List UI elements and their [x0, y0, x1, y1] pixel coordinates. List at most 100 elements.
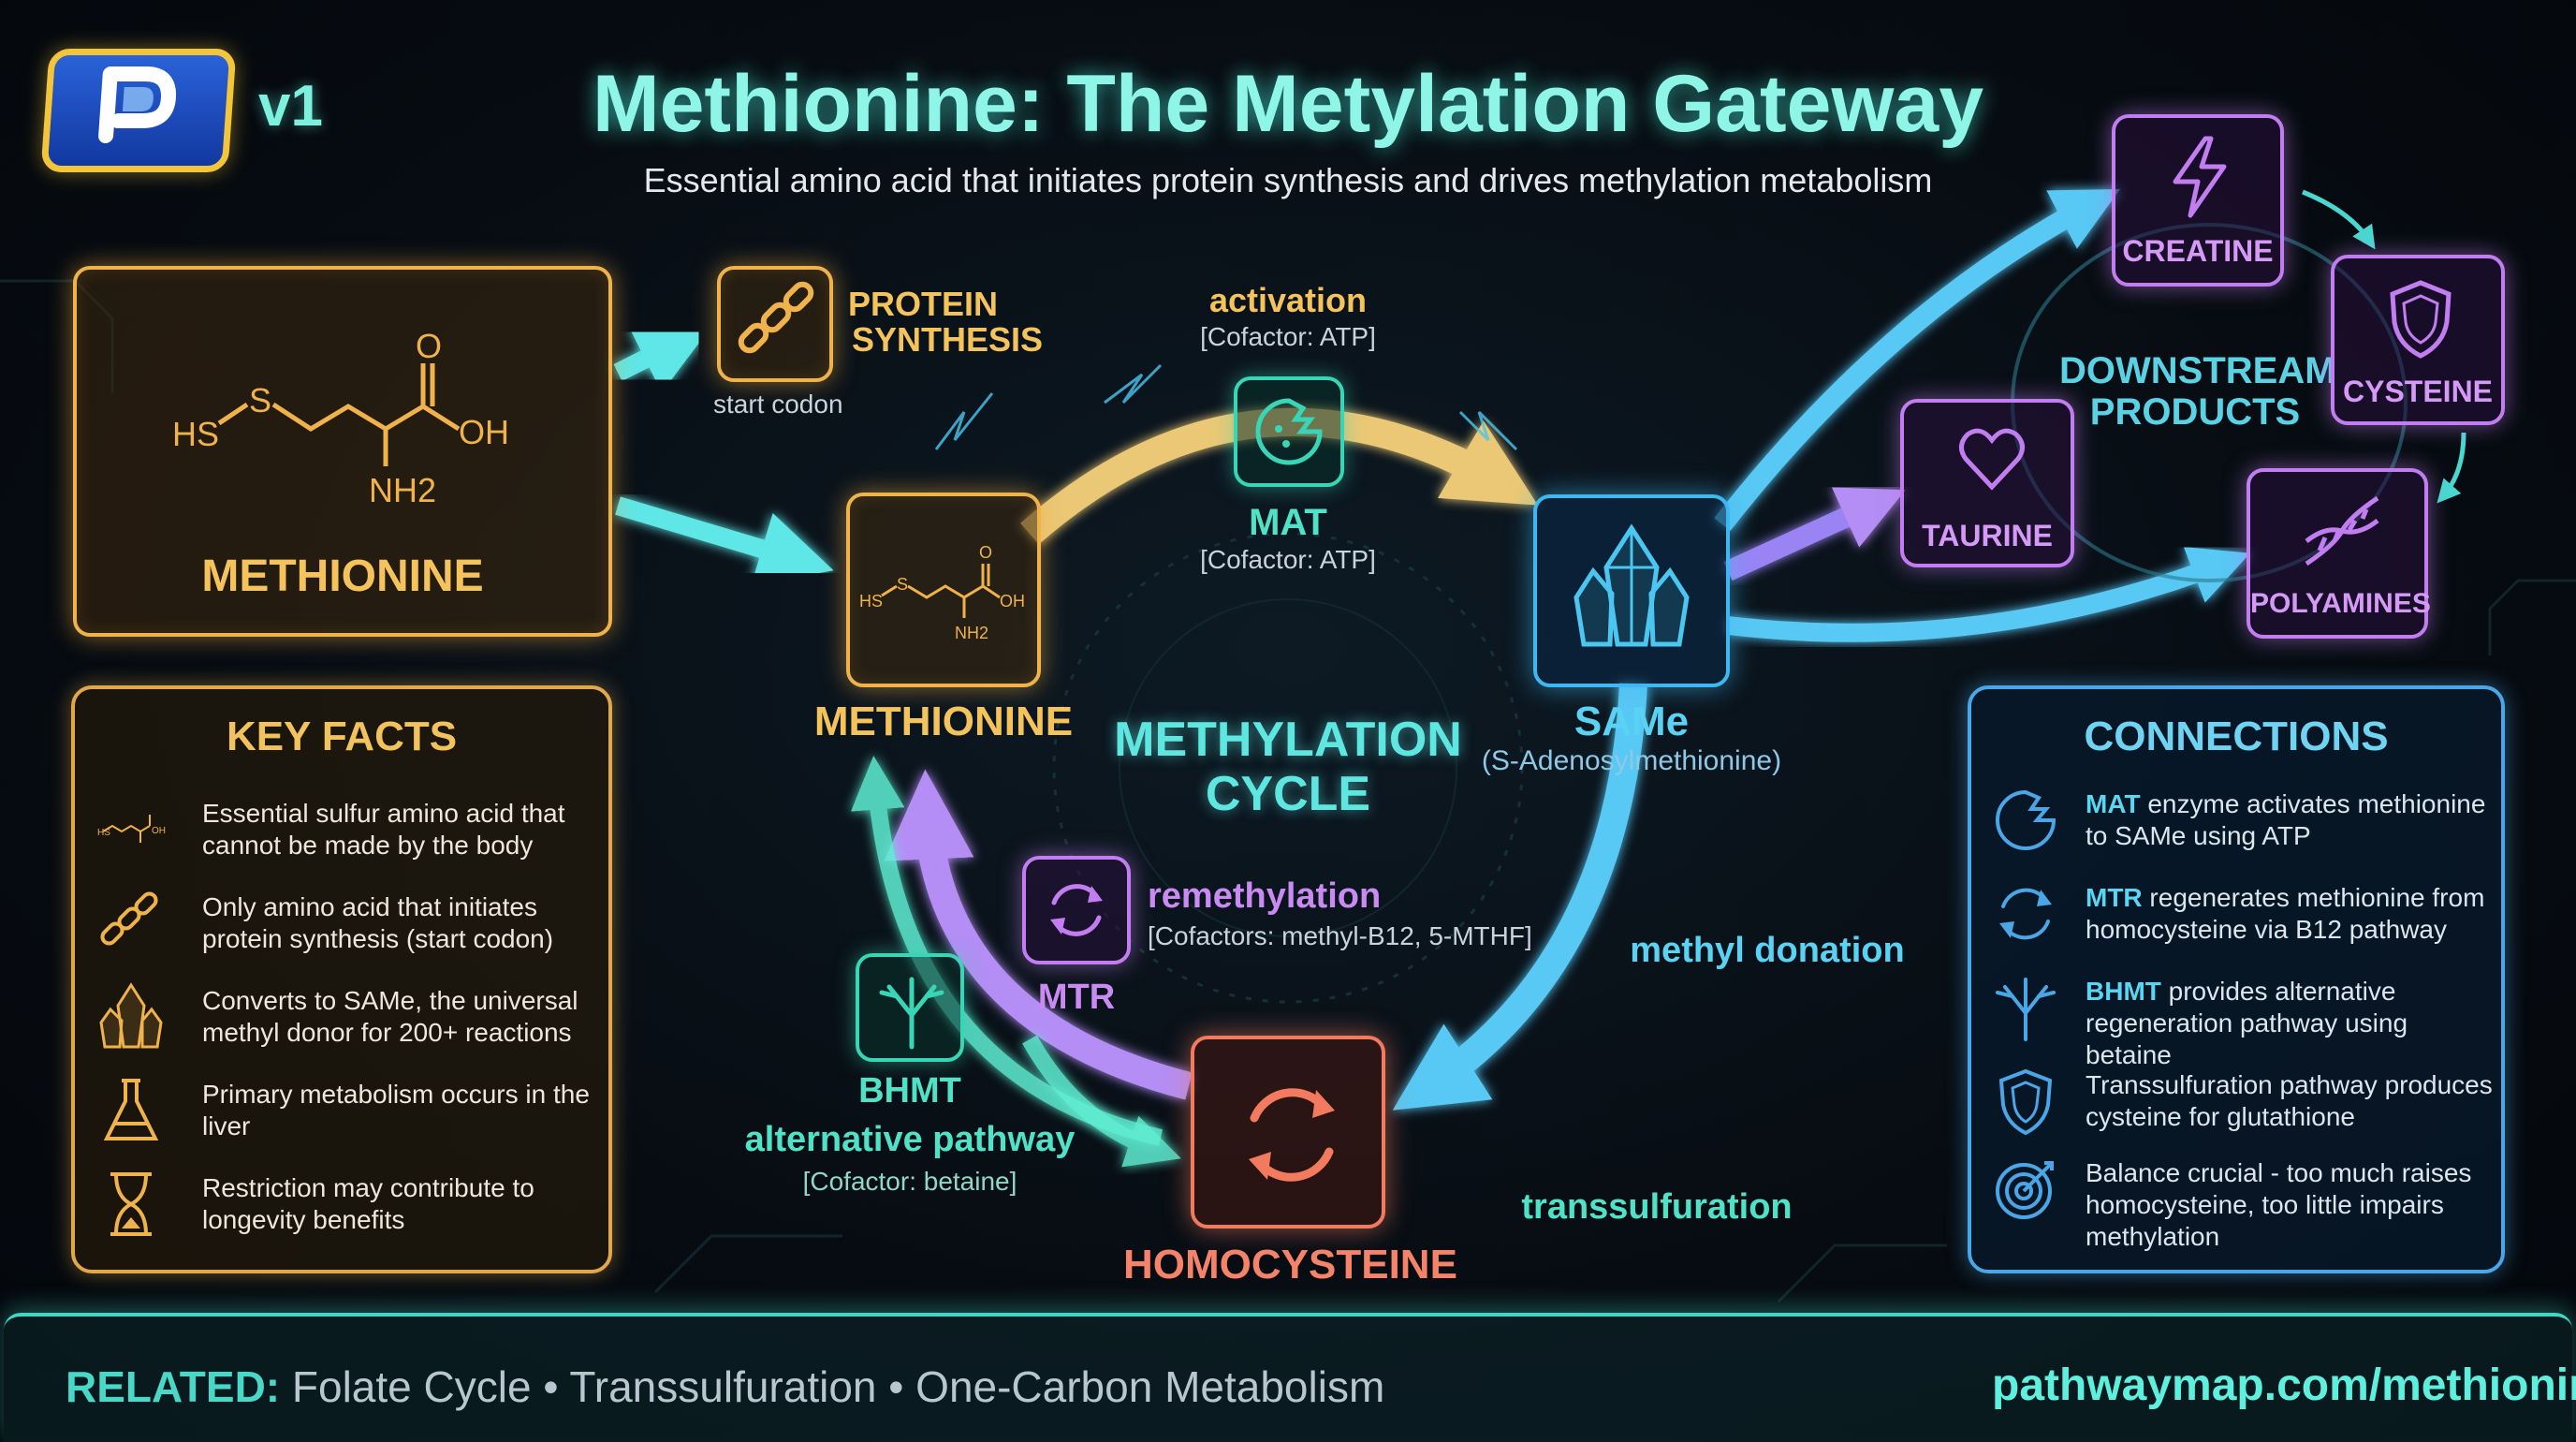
- cycle-title-1: METHYLATION: [1114, 713, 1462, 767]
- bhmt-cofactor: [Cofactor: betaine]: [802, 1167, 1017, 1196]
- chain-icon: [100, 891, 158, 946]
- mat-enzyme-node[interactable]: [1234, 376, 1344, 487]
- methionine-source-label: METHIONINE: [201, 552, 484, 601]
- target-icon: [1996, 1161, 2054, 1219]
- svg-text:HS: HS: [97, 828, 110, 838]
- connection-item: BHMT provides alternative regeneration p…: [1990, 972, 2496, 1069]
- transsulfuration-label: transsulfuration: [1521, 1187, 1793, 1227]
- creatine-node[interactable]: CREATINE: [2112, 114, 2284, 287]
- cysteine-node[interactable]: CYSTEINE: [2331, 255, 2505, 425]
- crystal-icon: [99, 982, 163, 1049]
- protein-synthesis-label-1: PROTEIN: [848, 285, 999, 323]
- recycle-arrows-icon: [1249, 1088, 1335, 1182]
- protein-synthesis-label-2: SYNTHESIS: [852, 320, 1044, 359]
- molecule-icon: HS OH: [97, 815, 166, 843]
- key-fact-item: Primary metabolism occurs in the liver: [94, 1073, 599, 1148]
- connection-item: Transsulfuration pathway produces cystei…: [1990, 1066, 2496, 1144]
- related-links: RELATED: Folate Cycle • Transsulfuration…: [66, 1361, 1384, 1412]
- cysteine-label: CYSTEINE: [2342, 375, 2494, 408]
- oh-small-label: OH: [1000, 592, 1025, 611]
- homocysteine-label: HOMOCYSTEINE: [1123, 1242, 1457, 1288]
- crystal-icon: [1573, 523, 1690, 647]
- shield-icon: [1998, 1068, 2053, 1136]
- logo-p-icon: [98, 66, 176, 143]
- methionine-cycle-label: METHIONINE: [813, 699, 1074, 744]
- connection-item: MAT enzyme activates methionine to SAMe …: [1990, 785, 2496, 863]
- o-small-label: O: [979, 543, 992, 562]
- mat-label: MAT: [1249, 502, 1327, 543]
- key-fact-text: Essential sulfur amino acid that cannot …: [202, 799, 565, 860]
- methionine-cycle-node[interactable]: HS S O OH NH2: [846, 493, 1041, 687]
- methionine-structure-icon: HS S O OH NH2: [172, 327, 509, 509]
- start-codon-note: start codon: [713, 390, 843, 419]
- same-node[interactable]: [1533, 494, 1730, 687]
- mat-cofactor: [Cofactor: ATP]: [1200, 545, 1376, 574]
- shield-icon: [2390, 280, 2452, 359]
- app-logo[interactable]: [40, 49, 237, 172]
- remethylation-cofactors: [Cofactors: methyl-B12, 5-MTHF]: [1148, 921, 1532, 950]
- footer-bar: [4, 1313, 2572, 1442]
- key-fact-item: HS OH Essential sulfur amino acid that ca…: [94, 792, 599, 867]
- related-text[interactable]: Folate Cycle • Transsulfuration • One-Ca…: [280, 1362, 1385, 1411]
- s-label: S: [249, 381, 271, 419]
- heart-icon: [1959, 428, 2025, 491]
- bhmt-enzyme-node[interactable]: [856, 953, 964, 1062]
- same-label: SAMe: [1573, 699, 1690, 744]
- key-facts-title: KEY FACTS: [226, 714, 458, 759]
- homocysteine-node[interactable]: [1191, 1036, 1385, 1229]
- flask-icon: [103, 1079, 159, 1140]
- connections-title: CONNECTIONS: [2084, 714, 2389, 759]
- downstream-title-1: DOWNSTREAM: [2059, 350, 2336, 391]
- page-subtitle: Essential amino acid that initiates prot…: [643, 161, 1933, 199]
- chain-icon: [738, 281, 814, 354]
- enzyme-icon: [1996, 789, 2056, 850]
- connection-item: MTR regenerates methionine from homocyst…: [1990, 878, 2496, 957]
- key-fact-text: Converts to SAMe, the universal methyl d…: [202, 986, 578, 1047]
- connection-text: regenerates methionine from homocysteine…: [2086, 883, 2485, 944]
- creatine-label: CREATINE: [2122, 234, 2274, 268]
- enzyme-icon: [1255, 398, 1323, 465]
- methyl-donation-label: methyl donation: [1630, 931, 1905, 970]
- mtr-enzyme-node[interactable]: [1022, 856, 1131, 964]
- hourglass-icon: [110, 1172, 152, 1236]
- key-fact-item: Restriction may contribute to longevity …: [94, 1167, 599, 1242]
- nh2-small-label: NH2: [955, 624, 988, 642]
- nh2-label: NH2: [369, 471, 436, 509]
- polyamines-label: POLYAMINES: [2250, 588, 2431, 619]
- connection-text: provides alternative regeneration pathwa…: [2086, 977, 2408, 1069]
- methionine-small-structure-icon: HS S O OH NH2: [859, 543, 1025, 642]
- taurine-node[interactable]: TAURINE: [1900, 399, 2074, 567]
- connection-key: MTR: [2086, 883, 2143, 912]
- activation-label: activation: [1208, 281, 1368, 319]
- key-fact-item: Converts to SAMe, the universal methyl d…: [94, 979, 599, 1054]
- cycle-arrows-icon: [1050, 884, 1103, 936]
- cycle-title-2: CYCLE: [1205, 767, 1371, 821]
- protein-synthesis-node[interactable]: [717, 266, 833, 382]
- oh-label: OH: [459, 413, 509, 451]
- downstream-title-2: PRODUCTS: [2089, 391, 2301, 433]
- key-fact-item: Only amino acid that initiates protein s…: [94, 886, 599, 961]
- connection-item: Balance crucial - too much raises homocy…: [1990, 1154, 2496, 1251]
- remethylation-label: remethylation: [1148, 876, 1382, 916]
- connection-key: MAT: [2086, 789, 2141, 818]
- connection-text: enzyme activates methionine to SAMe usin…: [2086, 789, 2486, 850]
- polyamines-node[interactable]: POLYAMINES: [2247, 468, 2431, 639]
- footer-url-link[interactable]: pathwaymap.com/methionine: [1992, 1361, 2576, 1410]
- o-label: O: [416, 327, 442, 365]
- key-fact-text: Primary metabolism occurs in the liver: [202, 1080, 590, 1140]
- s-small-label: S: [897, 575, 908, 594]
- mtr-label: MTR: [1037, 978, 1116, 1017]
- connections-panel: [1968, 685, 2505, 1273]
- branch-icon: [879, 977, 944, 1050]
- related-key: RELATED:: [66, 1362, 281, 1411]
- bhmt-label: BHMT: [858, 1071, 961, 1111]
- svg-text:OH: OH: [152, 826, 166, 836]
- version-label: v1: [258, 74, 323, 139]
- connection-text: Transsulfuration pathway produces cystei…: [2086, 1070, 2493, 1131]
- methionine-source-node[interactable]: HS S O OH NH2 METHIONINE: [73, 266, 612, 637]
- key-facts-panel: [71, 685, 612, 1273]
- hs-small-label: HS: [859, 592, 883, 611]
- branch-icon: [1996, 978, 2056, 1041]
- dna-icon: [2305, 495, 2379, 566]
- lightning-icon: [2173, 136, 2227, 218]
